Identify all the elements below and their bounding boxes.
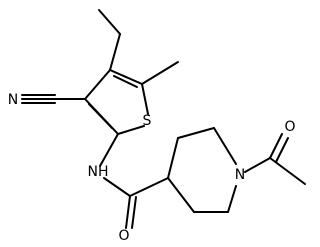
bond-amide-co-1 xyxy=(125,195,131,229)
bond-ethyl-ch3 xyxy=(98,9,121,35)
atom-label-n-nitrile: N xyxy=(8,92,18,108)
atom-label-n-piperidine: N xyxy=(235,167,245,183)
bond-pip-c5-c4 xyxy=(167,177,195,213)
bond-c2-c3-inner xyxy=(88,103,113,129)
atom-label-s: S xyxy=(143,113,152,129)
bond-c4-c5 xyxy=(109,69,143,85)
bond-amide-co-2 xyxy=(131,196,137,229)
bond-methyl xyxy=(141,61,179,85)
bond-pip-n-c6 xyxy=(227,185,237,213)
atom-label-o-acetyl: O xyxy=(284,119,295,135)
bond-acetyl-co-1 xyxy=(269,133,283,159)
bond-n-acetyl xyxy=(244,157,271,173)
bond-acetyl-ch3 xyxy=(269,157,306,185)
bond-s-c2 xyxy=(117,125,145,135)
atom-label-o-amide: O xyxy=(118,228,129,244)
bond-pip-c2-n xyxy=(213,127,237,165)
atom-label-nh: NH xyxy=(88,164,109,180)
bond-c4-c5-inner xyxy=(113,75,138,88)
bond-nh-carbonyl xyxy=(103,177,131,197)
bond-ethyl-ch2 xyxy=(109,33,121,71)
bond-acetyl-co-2 xyxy=(275,137,289,163)
bond-carbonyl-pip xyxy=(129,177,169,197)
bond-c2-nh xyxy=(99,133,119,167)
molecule-structure-diagram: N S NH N O O xyxy=(8,9,306,244)
bond-c3-c4 xyxy=(84,69,111,100)
bond-c5-s xyxy=(141,83,149,115)
bond-pip-c4-c3 xyxy=(167,137,179,179)
bond-pip-c3-c2 xyxy=(177,127,215,139)
